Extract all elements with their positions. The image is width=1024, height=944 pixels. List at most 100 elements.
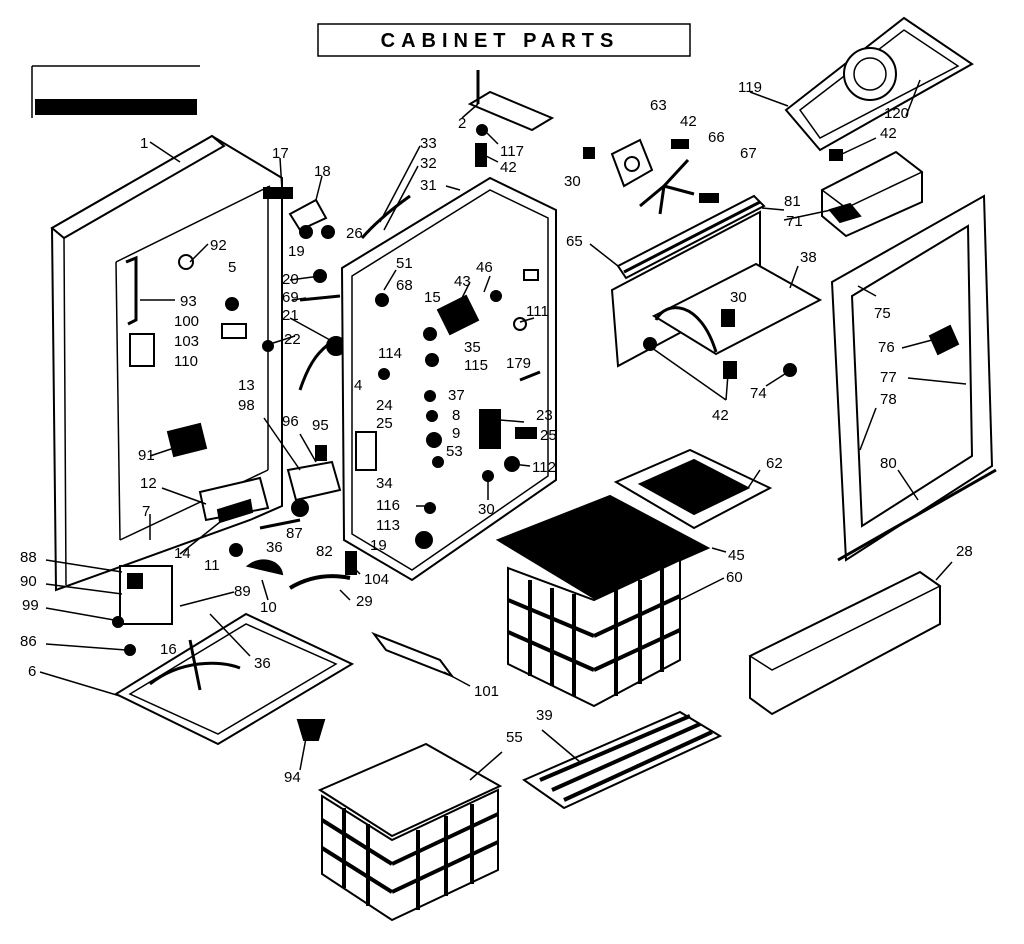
air-duct: [784, 16, 974, 161]
callout-7: 7: [142, 503, 150, 520]
relay-assembly: [112, 565, 173, 656]
door-handle: [748, 570, 942, 716]
callout-120: 120: [884, 105, 909, 122]
callout-24: 24: [376, 397, 393, 414]
callout-114: 114: [378, 345, 402, 362]
callout-25: 25: [376, 415, 393, 432]
callout-63: 63: [650, 97, 667, 114]
callout-89: 89: [234, 583, 251, 600]
callout-25b: 25: [540, 427, 557, 444]
callout-86: 86: [20, 633, 37, 650]
callout-19b: 19: [370, 537, 387, 554]
rail: [616, 194, 766, 280]
callout-30a: 30: [564, 173, 581, 190]
callout-28: 28: [956, 543, 973, 560]
callout-112: 112: [532, 459, 556, 476]
callout-37: 37: [448, 387, 465, 404]
callout-68: 68: [396, 277, 413, 294]
top-bracket: [467, 70, 555, 167]
callout-74: 74: [750, 385, 767, 402]
callout-38: 38: [800, 249, 817, 266]
callout-95: 95: [312, 417, 329, 434]
callout-82: 82: [316, 543, 333, 560]
callout-100: 100: [174, 313, 199, 330]
callout-80: 80: [880, 455, 897, 472]
callout-5: 5: [228, 259, 236, 276]
callout-104: 104: [364, 571, 389, 588]
callout-34: 34: [376, 475, 393, 492]
callout-20: 20: [282, 271, 299, 288]
callout-51: 51: [396, 255, 413, 272]
callout-45: 45: [728, 547, 745, 564]
smudged-label: [35, 99, 197, 115]
callout-116: 116: [376, 497, 400, 514]
callout-96: 96: [282, 413, 299, 430]
callout-119: 119: [738, 79, 762, 96]
callout-35: 35: [464, 339, 481, 356]
callout-117: 117: [500, 143, 524, 160]
callout-77: 77: [880, 369, 897, 386]
cabinet-shell: [50, 134, 283, 592]
upper-tray: [613, 448, 773, 530]
callout-113: 113: [376, 517, 400, 534]
callout-99: 99: [22, 597, 39, 614]
callout-13: 13: [238, 377, 255, 394]
callout-labels: 1 2 117 42 17 18 33 32 31 26 19 92 5 93 …: [20, 79, 973, 786]
callout-11: 11: [204, 557, 220, 574]
callout-60: 60: [726, 569, 743, 586]
evaporator-cover: [820, 150, 924, 238]
callout-103: 103: [174, 333, 199, 350]
bottom-pan: [113, 612, 355, 746]
callout-81: 81: [784, 193, 801, 210]
callout-66: 66: [708, 129, 725, 146]
callout-87: 87: [286, 525, 303, 542]
callout-46: 46: [476, 259, 493, 276]
callout-43: 43: [454, 273, 471, 290]
callout-4: 4: [354, 377, 362, 394]
callout-8: 8: [452, 407, 460, 424]
callout-36b: 36: [254, 655, 271, 672]
upper-basket: [495, 494, 711, 708]
callout-42b: 42: [680, 113, 697, 130]
callout-91: 91: [138, 447, 155, 464]
callout-76: 76: [878, 339, 895, 356]
callout-42d: 42: [712, 407, 729, 424]
callout-29: 29: [356, 593, 373, 610]
callout-88: 88: [20, 549, 37, 566]
callout-111: 111: [526, 303, 549, 320]
callout-101: 101: [474, 683, 499, 700]
callout-23: 23: [536, 407, 553, 424]
callout-22: 22: [284, 331, 301, 348]
callout-55: 55: [506, 729, 523, 746]
callout-6: 6: [28, 663, 36, 680]
page-title: CABINET PARTS: [381, 30, 620, 52]
cabinet-liner: [340, 176, 557, 582]
callout-1: 1: [140, 135, 148, 152]
callout-26: 26: [346, 225, 363, 242]
callout-14: 14: [174, 545, 191, 562]
callout-65: 65: [566, 233, 583, 250]
callout-39: 39: [536, 707, 553, 724]
callout-33: 33: [420, 135, 437, 152]
callout-30c: 30: [730, 289, 747, 306]
callout-30b: 30: [478, 501, 495, 518]
callout-18: 18: [314, 163, 331, 180]
callout-17: 17: [272, 145, 289, 162]
callout-9: 9: [452, 425, 460, 442]
callout-69: 69: [282, 289, 299, 306]
callout-110: 110: [174, 353, 198, 370]
callout-71: 71: [786, 213, 803, 230]
callout-115: 115: [464, 357, 488, 374]
callout-75: 75: [874, 305, 891, 322]
callout-94: 94: [284, 769, 301, 786]
callout-15: 15: [424, 289, 441, 306]
callout-42c: 42: [880, 125, 897, 142]
shelf-bracket: [610, 210, 823, 379]
wire-divider: [521, 710, 723, 810]
lower-basket: [317, 742, 503, 922]
fan-motor-group: [583, 138, 719, 215]
callout-42: 42: [500, 159, 517, 176]
small-cabinet-parts: [178, 187, 455, 741]
